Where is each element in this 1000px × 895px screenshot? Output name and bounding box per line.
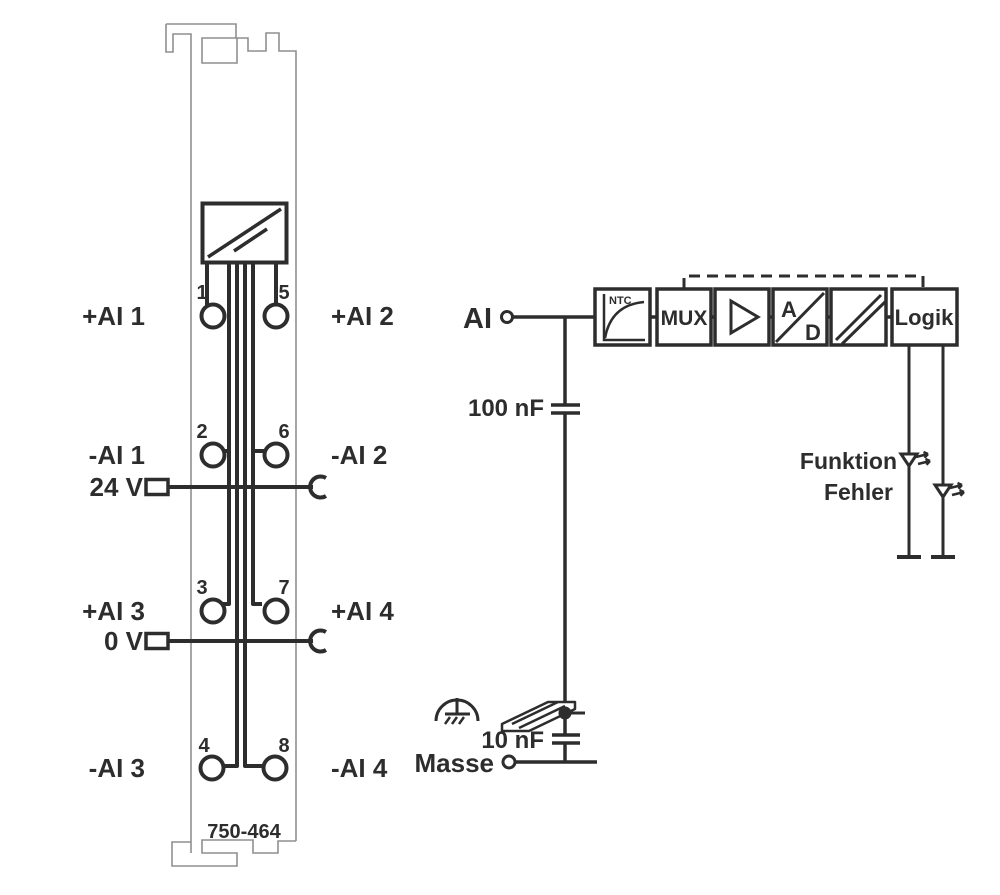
masse-open-terminal-icon [501, 754, 517, 770]
mux-block: MUX [655, 287, 713, 347]
led-arrow-icon [915, 450, 929, 459]
function-led-label: Funktion [800, 448, 897, 474]
logic-box [890, 287, 959, 347]
label-plus-ai1: +AI 1 [82, 301, 145, 331]
amplifier-triangle-icon [729, 298, 761, 336]
led-arrow-icon [917, 457, 931, 466]
error-led-icon [932, 481, 965, 500]
terminal-6-contact [262, 441, 290, 469]
open-terminal-icon [500, 310, 514, 324]
functional-earth-icon [434, 698, 480, 725]
terminal-number-8: 8 [278, 735, 289, 757]
ground-male-contact-icon [144, 631, 170, 651]
capacitor-10nf-icon [552, 733, 580, 745]
led-indicators: Funktion Fehler [800, 345, 965, 559]
isolation-double-diagonal-icon [834, 293, 888, 346]
module-internal-wires [205, 263, 278, 768]
error-led-label: Fehler [824, 479, 893, 505]
wire-terminal-7 [251, 263, 262, 606]
terminal-7-contact [262, 597, 290, 625]
capacitor-100nf-icon [551, 403, 580, 415]
control-dashed-line [682, 274, 925, 289]
input-capacitor: 100 nF [468, 395, 580, 422]
logic-block: Logik [890, 287, 959, 347]
analog-input-label: AI [463, 303, 492, 335]
galvanic-isolation-block [829, 287, 888, 347]
terminal-3-contact [199, 597, 227, 625]
capacitor-100nf-label: 100 nF [468, 395, 544, 422]
channel-labels: +AI 1 +AI 2 -AI 1 -AI 2 +AI 3 +AI 4 -AI … [82, 301, 394, 783]
terminal-numbers: 1 5 2 6 3 7 4 8 [196, 282, 289, 757]
led-triangle-icon [932, 483, 954, 500]
module-housing-top-and-right-edge [166, 23, 297, 841]
label-minus-ai1: -AI 1 [89, 440, 145, 470]
led-arrow-icon [949, 481, 963, 490]
terminal-number-3: 3 [196, 577, 207, 599]
ground-feedthrough: 0 V [104, 626, 328, 656]
logic-label: Logik [895, 305, 954, 330]
label-plus-ai4: +AI 4 [331, 596, 394, 626]
terminal-number-6: 6 [278, 421, 289, 443]
module-part-number: 750-464 [207, 821, 281, 843]
led-triangle-icon [898, 452, 920, 469]
module-housing-left-edge [165, 24, 192, 853]
ad-label-d: D [805, 320, 821, 345]
ad-label-a: A [781, 297, 797, 322]
terminal-number-1: 1 [196, 282, 207, 304]
mux-label: MUX [661, 307, 708, 330]
terminal-number-4: 4 [198, 735, 210, 757]
supply-feedthrough: 24 V [90, 472, 328, 502]
amplifier-block [713, 287, 771, 347]
ground-label: 0 V [104, 626, 144, 656]
label-minus-ai2: -AI 2 [331, 440, 387, 470]
label-minus-ai3: -AI 3 [89, 753, 145, 783]
ground-female-contact-icon [308, 628, 328, 654]
wire-terminal-8 [243, 263, 264, 768]
din-rail-channel [511, 700, 566, 730]
ntc-label: NTC [609, 295, 632, 307]
terminal-5-contact [262, 302, 290, 330]
ad-diagonal-icon [774, 291, 826, 344]
led-arrow-icon [951, 488, 965, 497]
isolation-diagonal-icon [207, 207, 282, 259]
function-led-icon [898, 450, 931, 469]
supply-label: 24 V [90, 472, 144, 502]
module-housing-bottom-foot [171, 839, 296, 867]
module-isolation-block [200, 201, 289, 265]
earth-hatching [443, 716, 466, 725]
wire-terminal-4 [223, 263, 239, 768]
supply-female-contact-icon [308, 474, 328, 500]
io-module: 24 V 0 V 1 5 2 6 3 7 4 [82, 23, 394, 867]
shield-ground-area: Masse [415, 698, 597, 778]
analog-input-terminal: AI [463, 303, 514, 335]
terminal-1-contact [199, 302, 227, 330]
label-minus-ai4: -AI 4 [331, 753, 388, 783]
ntc-block: NTC [593, 287, 652, 347]
label-plus-ai3: +AI 3 [82, 596, 145, 626]
terminal-number-5: 5 [278, 282, 289, 304]
terminal-8-contact [261, 754, 289, 782]
label-plus-ai2: +AI 2 [331, 301, 394, 331]
ad-converter-block: A D [771, 287, 829, 347]
junction-dot [558, 706, 572, 720]
supply-male-contact-icon [144, 477, 170, 497]
terminal-number-7: 7 [278, 577, 289, 599]
terminal-number-2: 2 [196, 421, 207, 443]
terminal-2-contact [199, 441, 227, 469]
ntc-curve-icon [603, 300, 645, 339]
din-rail-icon [500, 700, 577, 733]
ntc-axes-icon [602, 294, 645, 342]
masse-label: Masse [415, 748, 495, 778]
terminal-contacts [198, 302, 290, 782]
isolation-diagonal-short-icon [233, 227, 268, 253]
signal-flow-diagram: 100 nF 10 nF AI NTC MUX [415, 274, 965, 778]
terminal-4-contact [198, 754, 226, 782]
mux-box [655, 287, 713, 347]
